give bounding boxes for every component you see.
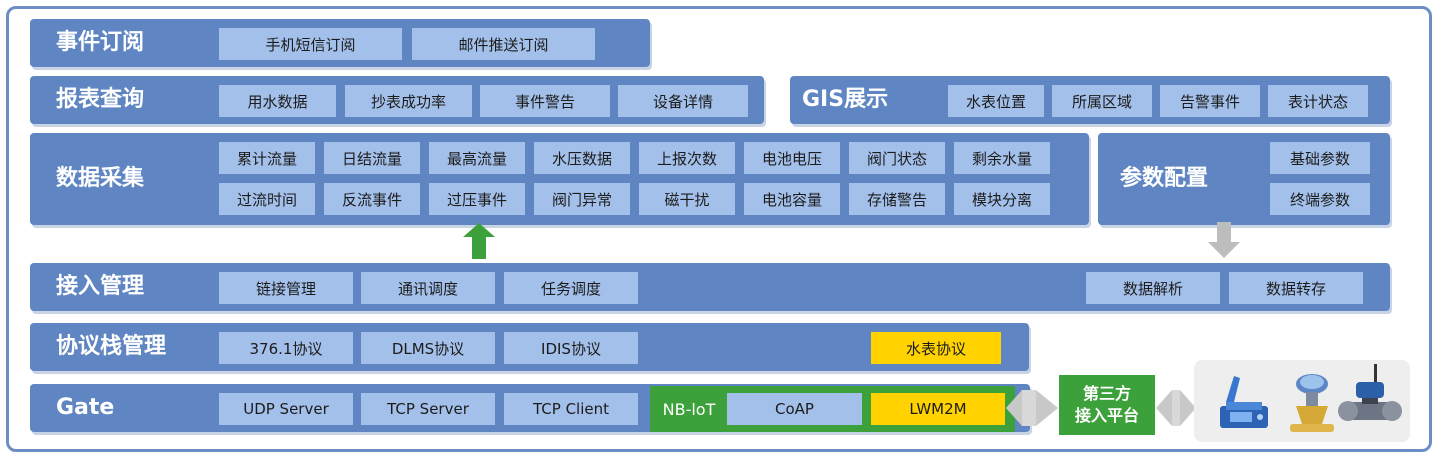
param-item[interactable]: 基础参数 (1270, 142, 1370, 174)
water-meter-icon (1220, 376, 1268, 428)
collection-item[interactable]: 电池容量 (744, 183, 840, 215)
water-meter-protocol-cell[interactable]: 水表协议 (871, 332, 1001, 364)
valve-meter-icon (1338, 364, 1402, 421)
report-query-title: 报表查询 (56, 87, 145, 112)
collection-item[interactable]: 累计流量 (219, 142, 315, 174)
collection-item[interactable]: 水压数据 (534, 142, 630, 174)
third-party-line2: 接入平台 (1074, 406, 1139, 425)
collection-item[interactable]: 最高流量 (429, 142, 525, 174)
collection-item[interactable]: 过压事件 (429, 183, 525, 215)
ultrasonic-meter-icon (1290, 374, 1334, 432)
gate-title: Gate (56, 395, 115, 420)
gis-item[interactable]: 告警事件 (1160, 85, 1260, 117)
gis-item[interactable]: 表计状态 (1268, 85, 1368, 117)
gis-item[interactable]: 所属区域 (1052, 85, 1152, 117)
double-arrow-icon (1006, 390, 1058, 426)
gis-display-title: GIS展示 (802, 87, 889, 112)
event-subscription-band: 事件订阅 手机短信订阅 邮件推送订阅 (30, 19, 650, 67)
access-item[interactable]: 链接管理 (219, 272, 353, 304)
access-item[interactable]: 通讯调度 (361, 272, 495, 304)
coap-cell[interactable]: CoAP (727, 393, 862, 425)
gate-item[interactable]: TCP Client (504, 393, 638, 425)
collection-item[interactable]: 日结流量 (324, 142, 420, 174)
gis-display-band: GIS展示 水表位置 所属区域 告警事件 表计状态 (790, 76, 1390, 124)
access-management-title: 接入管理 (56, 274, 145, 299)
collection-item[interactable]: 阀门异常 (534, 183, 630, 215)
report-item[interactable]: 设备详情 (618, 85, 748, 117)
third-party-platform[interactable]: 第三方 接入平台 (1059, 375, 1155, 435)
collection-item[interactable]: 阀门状态 (849, 142, 945, 174)
collection-item[interactable]: 模块分离 (954, 183, 1050, 215)
down-arrow-icon (1208, 222, 1240, 258)
collection-item[interactable]: 过流时间 (219, 183, 315, 215)
data-collection-band: 数据采集 累计流量 日结流量 最高流量 水压数据 上报次数 电池电压 阀门状态 … (30, 133, 1089, 225)
report-item[interactable]: 用水数据 (219, 85, 336, 117)
nbiot-label[interactable]: NB-loT (654, 393, 724, 425)
sms-subscription-cell[interactable]: 手机短信订阅 (219, 28, 402, 60)
devices-panel (1194, 360, 1410, 442)
data-parse-cell[interactable]: 数据解析 (1086, 272, 1220, 304)
collection-item[interactable]: 剩余水量 (954, 142, 1050, 174)
report-item[interactable]: 抄表成功率 (345, 85, 472, 117)
third-party-line1: 第三方 (1082, 384, 1131, 403)
collection-item[interactable]: 上报次数 (639, 142, 735, 174)
data-collection-title: 数据采集 (56, 166, 145, 191)
protocol-item[interactable]: 376.1协议 (219, 332, 353, 364)
protocol-item[interactable]: IDIS协议 (504, 332, 638, 364)
access-management-band: 接入管理 链接管理 通讯调度 任务调度 数据解析 数据转存 (30, 263, 1390, 311)
outer-frame (6, 6, 1432, 452)
collection-item[interactable]: 反流事件 (324, 183, 420, 215)
email-subscription-cell[interactable]: 邮件推送订阅 (412, 28, 595, 60)
param-config-title: 参数配置 (1120, 166, 1209, 191)
gate-item[interactable]: UDP Server (219, 393, 353, 425)
data-store-cell[interactable]: 数据转存 (1229, 272, 1363, 304)
up-arrow-icon (463, 223, 495, 259)
gate-item[interactable]: TCP Server (361, 393, 495, 425)
double-arrow-icon (1156, 390, 1196, 426)
protocol-stack-band: 协议栈管理 376.1协议 DLMS协议 IDIS协议 水表协议 (30, 323, 1029, 371)
collection-item[interactable]: 存储警告 (849, 183, 945, 215)
collection-item[interactable]: 磁干扰 (639, 183, 735, 215)
event-subscription-title: 事件订阅 (56, 30, 145, 55)
collection-item[interactable]: 电池电压 (744, 142, 840, 174)
protocol-stack-title: 协议栈管理 (56, 334, 167, 359)
protocol-item[interactable]: DLMS协议 (361, 332, 495, 364)
gate-band: Gate UDP Server TCP Server TCP Client NB… (30, 384, 1030, 432)
lwm2m-cell[interactable]: LWM2M (871, 393, 1005, 425)
gis-item[interactable]: 水表位置 (948, 85, 1044, 117)
param-item[interactable]: 终端参数 (1270, 183, 1370, 215)
access-item[interactable]: 任务调度 (504, 272, 638, 304)
report-query-band: 报表查询 用水数据 抄表成功率 事件警告 设备详情 (30, 76, 764, 124)
report-item[interactable]: 事件警告 (480, 85, 610, 117)
param-config-band: 参数配置 基础参数 终端参数 (1098, 133, 1390, 225)
